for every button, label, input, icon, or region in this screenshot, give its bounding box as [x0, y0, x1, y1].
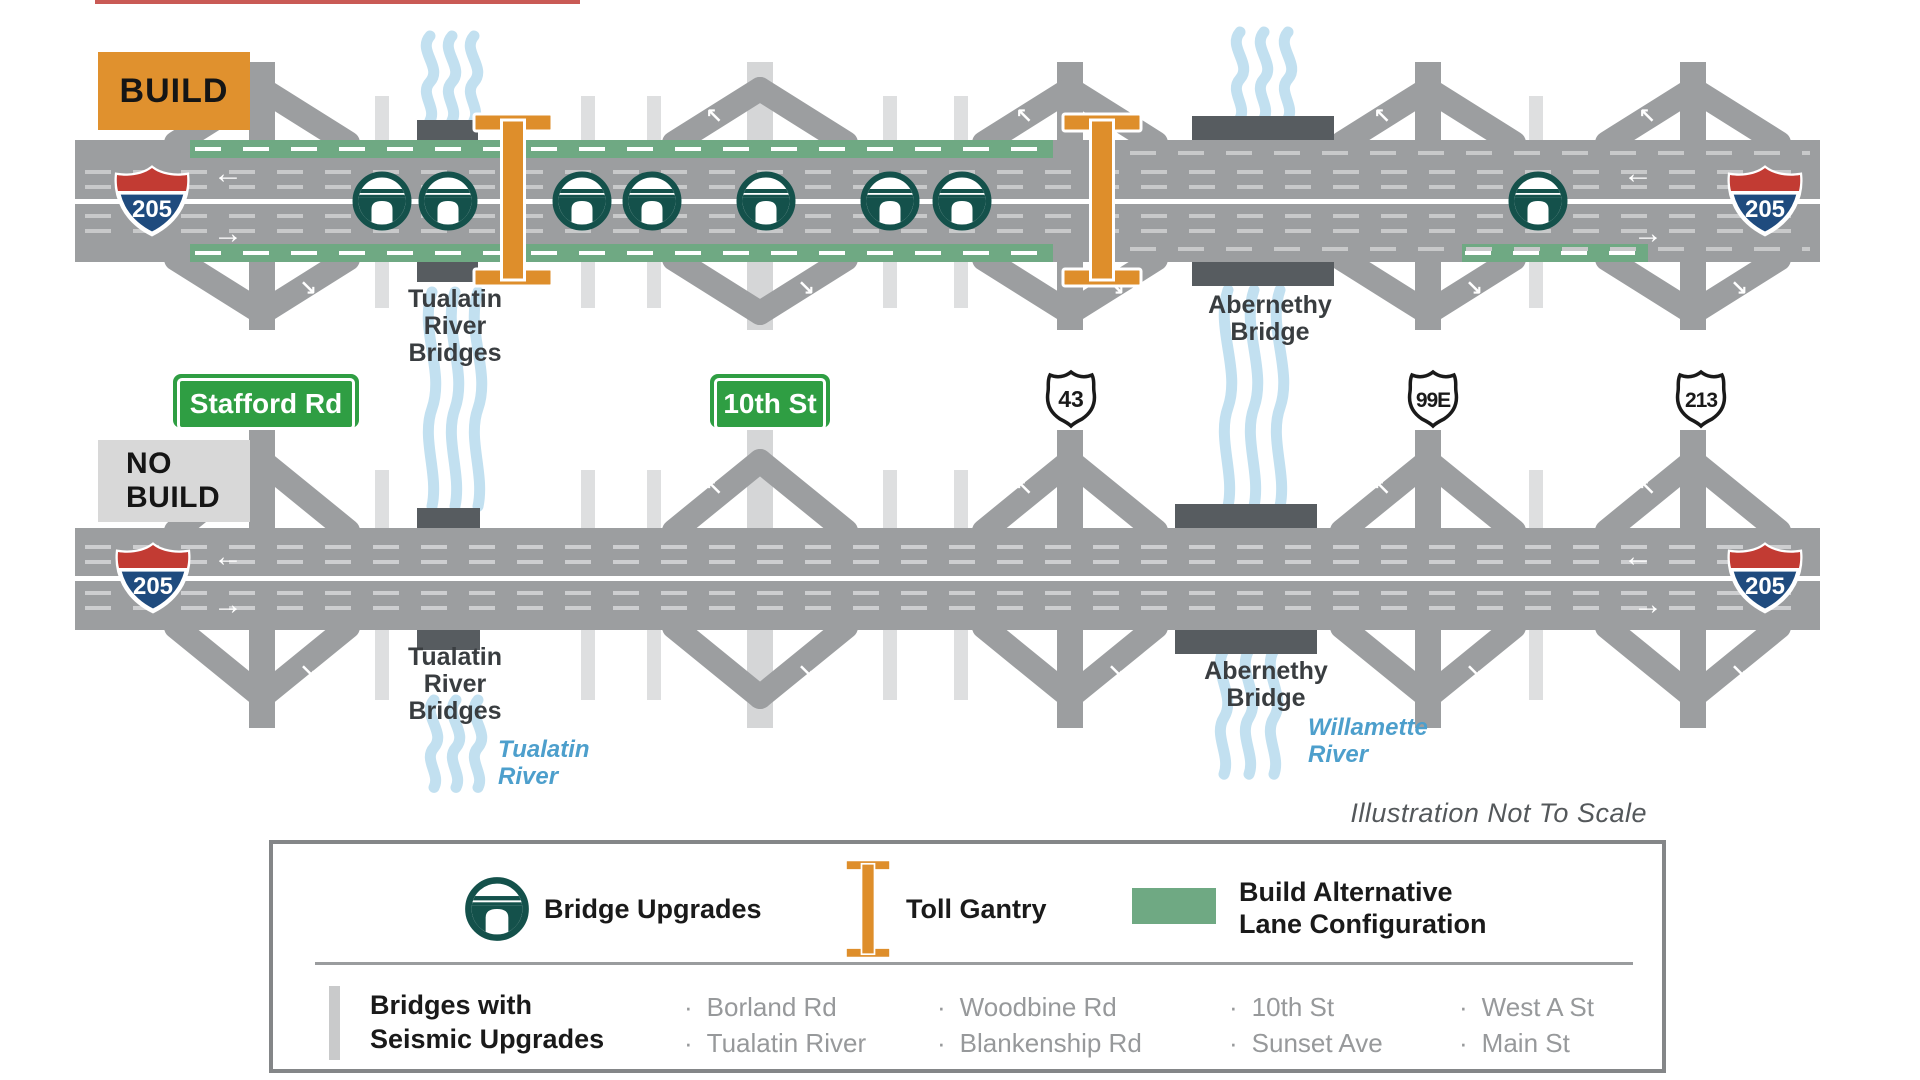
build-badge: BUILD [98, 52, 250, 130]
ramp-arrow-icon: ↘ [1107, 661, 1125, 684]
willamette-river-label: Willamette River [1308, 714, 1428, 768]
build-lane-config-right [1462, 244, 1648, 262]
no-build-line2: BUILD [126, 481, 221, 514]
tualatin-river-waves-top [426, 36, 478, 121]
us213-shield: 213 [1675, 370, 1727, 428]
toll-gantry-legend-icon [845, 859, 891, 959]
ramp-arrow-icon: ↖ [705, 105, 723, 128]
ramp-arrow-icon: ↖ [1015, 105, 1033, 128]
i205-shield-build-right: 205 [1730, 168, 1801, 234]
seismic-list-item: ·Sunset Ave [1229, 1028, 1383, 1058]
right-arrow-icon: → [1633, 217, 1663, 250]
seismic-list-item: ·West A St [1459, 992, 1594, 1022]
svg-text:43: 43 [1058, 386, 1084, 412]
seismic-list-item: ·Borland Rd [684, 992, 837, 1022]
no-build-line1: NO [126, 447, 172, 480]
legend-seismic-line1: Bridges with [370, 990, 533, 1020]
legend-divider [315, 962, 1633, 965]
svg-text:213: 213 [1685, 389, 1717, 412]
abernethy-bridge-marker-nobuild-bottom [1175, 630, 1317, 654]
ramp-arrow-icon: ↖ [1373, 477, 1391, 500]
right-arrow-icon: → [213, 588, 243, 621]
build-lane-config-top [190, 140, 1053, 158]
ramp-arrow-icon: ↘ [1465, 661, 1483, 684]
ramp-arrow-icon: ↖ [1638, 105, 1656, 128]
ramp-arrow-icon: ↘ [299, 661, 317, 684]
tenth-st-sign-text: 10th St [714, 378, 826, 430]
willamette-river-waves-top [1236, 32, 1292, 118]
ramp-arrow-icon: ↘ [1730, 661, 1748, 684]
tualatin-bridge-marker-nobuild-bottom [417, 630, 480, 650]
i205-shield-nobuild-left: 205 [118, 545, 189, 611]
svg-text:99E: 99E [1416, 389, 1451, 412]
ramp-arrow-icon: ↖ [1638, 477, 1656, 500]
seismic-list-item: ·Blankenship Rd [937, 1028, 1142, 1058]
bridge-markers [417, 116, 1334, 654]
svg-text:205: 205 [133, 573, 173, 600]
us43-shield: 43 [1045, 370, 1097, 428]
left-arrow-icon: ← [213, 157, 243, 190]
left-arrow-icon: ← [1623, 157, 1653, 190]
abernethy-bridge-marker-nobuild-top [1175, 504, 1317, 528]
abernethy-bridge-marker-build-bottom [1192, 262, 1334, 286]
tualatin-river-label: Tualatin River [498, 736, 590, 790]
interchange: ↖↘ [1330, 62, 1526, 330]
bridge-upgrades-icon [464, 876, 530, 942]
seismic-upgrade-bar-icon [329, 986, 340, 1060]
legend-box: Bridge Upgrades Toll Gantry Build Altern… [269, 840, 1666, 1073]
right-arrow-icon: → [1633, 588, 1663, 621]
abernethy-bridge-label-build: Abernethy Bridge [1208, 291, 1332, 346]
ramp-arrow-icon: ↘ [1465, 277, 1483, 300]
tenth-st-sign: 10th St [710, 374, 830, 430]
left-arrow-icon: ← [213, 540, 243, 573]
cropped-header-edge [95, 0, 580, 4]
interchange: ↖↘ [1595, 62, 1791, 330]
i205-shield-build-left: 205 [117, 168, 188, 234]
legend-seismic-line2: Seismic Upgrades [370, 1024, 605, 1054]
ramp-arrow-icon: ↘ [1730, 277, 1748, 300]
seismic-list-item: ·10th St [1229, 992, 1335, 1022]
lane-config-swatch [1132, 888, 1216, 924]
tualatin-bridges-label-build: Tualatin River Bridges [408, 285, 502, 367]
no-build-roadway [75, 528, 1820, 630]
seismic-list-item: ·Main St [1459, 1028, 1570, 1058]
ramp-arrow-icon: ↖ [705, 477, 723, 500]
ramp-arrow-icon: ↘ [299, 277, 317, 300]
abernethy-bridge-marker-build-top [1192, 116, 1334, 140]
stafford-rd-sign-text: Stafford Rd [177, 378, 355, 430]
stafford-rd-sign: Stafford Rd [173, 374, 359, 430]
legend-lane-config-line1: Build Alternative [1239, 877, 1453, 907]
left-arrow-icon: ← [1623, 540, 1653, 573]
seismic-list-item: ·Tualatin River [684, 1028, 867, 1058]
us99e-shield: 99E [1407, 370, 1459, 428]
svg-text:205: 205 [132, 196, 172, 223]
i205-shield-nobuild-right: 205 [1730, 545, 1801, 611]
tualatin-bridge-marker-build-bottom [417, 262, 478, 282]
traffic-direction-arrows: ← → ← → ← → ← → [213, 157, 1663, 621]
legend-bridge-upgrades-label: Bridge Upgrades [544, 894, 762, 924]
ramp-arrow-icon: ↘ [797, 661, 815, 684]
build-lane-config-bottom [190, 244, 1053, 262]
ramp-arrow-icon: ↘ [797, 277, 815, 300]
tualatin-bridge-marker-build-top [417, 120, 478, 140]
tualatin-bridges-label-nobuild: Tualatin River Bridges [408, 643, 502, 725]
svg-text:205: 205 [1745, 573, 1785, 600]
legend-toll-gantry-label: Toll Gantry [906, 894, 1047, 924]
tualatin-bridge-marker-nobuild-top [417, 508, 480, 528]
abernethy-bridge-label-nobuild: Abernethy Bridge [1204, 657, 1328, 712]
scale-note: Illustration Not To Scale [1350, 798, 1647, 828]
seismic-list-item: ·Woodbine Rd [937, 992, 1117, 1022]
svg-text:205: 205 [1745, 196, 1785, 223]
ramp-arrow-icon: ↖ [1015, 477, 1033, 500]
ramp-arrow-icon: ↖ [1373, 105, 1391, 128]
right-arrow-icon: → [213, 217, 243, 250]
no-build-badge: NO BUILD [98, 440, 250, 522]
legend-lane-config-line2: Lane Configuration [1239, 909, 1487, 939]
